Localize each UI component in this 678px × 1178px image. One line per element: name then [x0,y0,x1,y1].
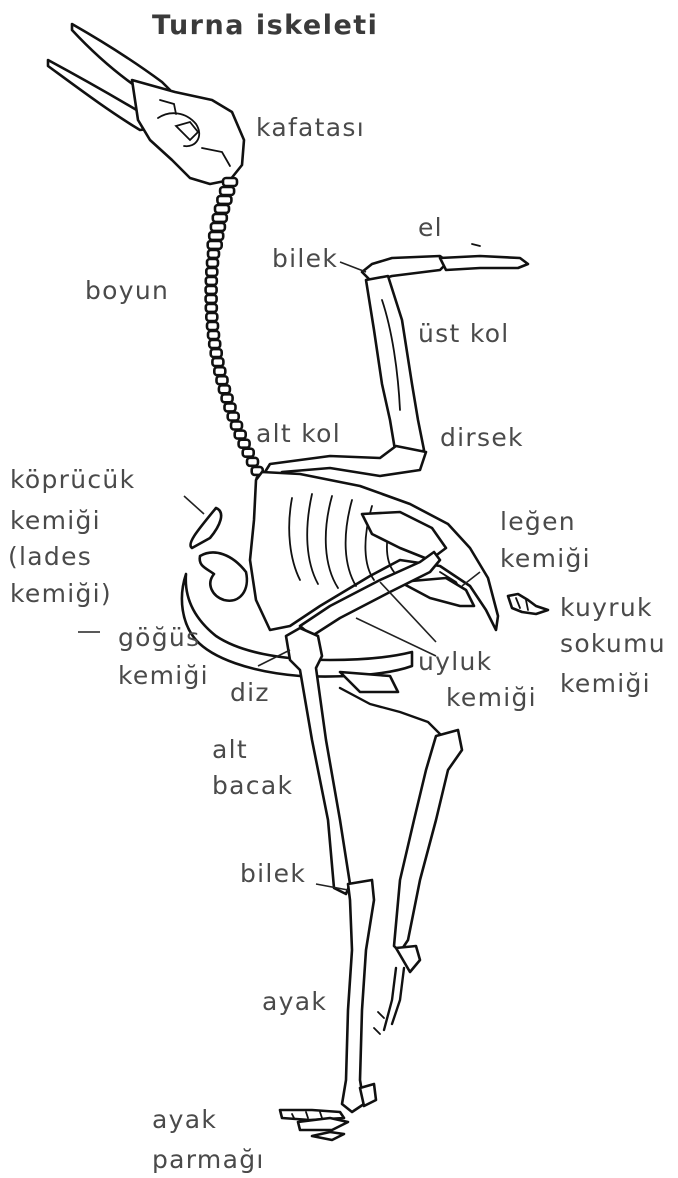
neck-vertebra [235,431,246,439]
neck-vertebra [206,277,217,285]
neck-vertebra [217,196,231,204]
label-tailbone-line2: sokumu [560,628,666,659]
label-toe-line2: parmağı [152,1144,265,1175]
neck-vertebra [243,449,254,457]
skull-drawing [48,24,244,184]
neck-vertebra [215,205,229,213]
label-lower-leg-line1: alt [212,734,248,765]
label-ankle: bilek [240,858,306,889]
neck-vertebra [206,286,217,294]
label-elbow: dirsek [440,422,524,453]
label-lower-leg-line2: bacak [212,770,293,801]
diagram-title: Turna iskeleti [152,10,378,41]
neck-vertebra [207,259,218,267]
neck-vertebra [214,367,225,375]
label-pelvis-line2: kemiği [500,543,591,574]
neck-vertebra [225,403,236,411]
toes-drawing [280,1084,376,1140]
neck-vertebra [247,458,258,466]
neck-vertebra [220,187,234,195]
neck-vertebra [217,376,228,384]
label-knee: diz [230,677,270,708]
neck-vertebra [209,340,220,348]
label-toe-line1: ayak [152,1104,217,1135]
label-upper-arm: üst kol [418,318,510,349]
neck-vertebra [211,223,225,231]
neck-vertebra [223,178,237,186]
label-sternum-line2: kemiği [118,660,209,691]
label-foot: ayak [262,986,327,1017]
label-wishbone-line3: (lades [8,541,92,572]
neck-vertebra [208,241,222,249]
label-femur-line2: kemiği [446,682,537,713]
label-hand: el [418,212,443,243]
neck-vertebra [211,349,222,357]
neck-vertebra [228,413,239,421]
neck-vertebra [208,331,219,339]
label-skull: kafatası [256,112,365,143]
label-sternum-line1: göğüs [118,622,200,653]
neck-vertebra [239,440,250,448]
neck-vertebra [206,268,217,276]
label-wrist-upper: bilek [272,243,338,274]
neck-vertebra [212,358,223,366]
label-wishbone-line2: kemiği [10,505,101,536]
neck-vertebra [207,322,218,330]
neck-vertebra [222,394,233,402]
label-femur-line1: uyluk [418,646,492,677]
label-wishbone-line4: kemiği) [10,578,112,609]
label-tailbone-line3: kemiği [560,668,651,699]
neck-vertebra [206,313,217,321]
label-pelvis-line1: leğen [500,506,576,537]
neck-vertebra [209,232,223,240]
label-forearm: alt kol [256,418,341,449]
legs-drawing [286,628,462,1112]
neck-vertebra [206,304,217,312]
label-tailbone-line1: kuyruk [560,592,653,623]
neck-vertebra [231,422,242,430]
label-wishbone-line1: köprücük [10,464,135,495]
neck-vertebra [213,214,227,222]
neck-vertebra [208,250,219,258]
neck-vertebra [206,295,217,303]
neck-vertebra [219,385,230,393]
label-neck: boyun [85,275,169,306]
